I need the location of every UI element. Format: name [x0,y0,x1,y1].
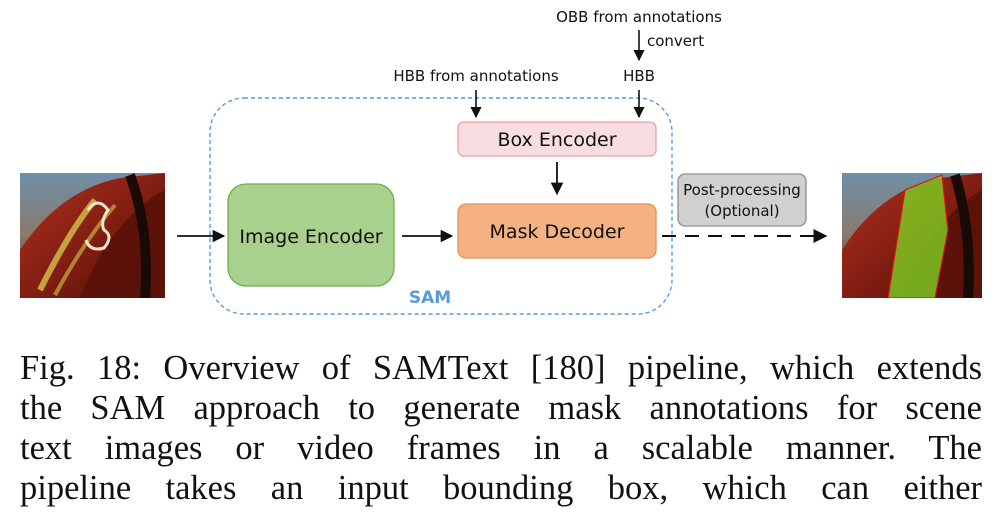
input-image [20,173,165,298]
figure-caption: Fig. 18: Overview of SAMText [180] pipel… [20,348,982,508]
caption-line: pipeline takes an input bounding box, wh… [20,469,982,507]
box-encoder-label: Box Encoder [497,129,616,151]
mask-decoder-node: Mask Decoder [457,203,657,259]
sam-region [209,97,673,315]
convert-label: convert [647,32,704,50]
post-processing-label: Post-processing [683,181,801,199]
caption-line: the SAM approach to generate mask annota… [20,389,982,427]
obb-from-annotations-label: OBB from annotations [556,8,722,26]
box-encoder-node: Box Encoder [457,121,657,157]
post-processing-node: Post-processing (Optional) [677,173,807,227]
image-encoder-node: Image Encoder [227,183,395,287]
sam-label: SAM [409,288,451,308]
post-processing-optional-label: (Optional) [704,202,779,220]
caption-line: text images or video frames in a scalabl… [20,429,982,467]
hbb-from-annotations-label: HBB from annotations [393,67,558,85]
pipeline-diagram: SAM OBB from annotations convert HBB fro… [20,8,982,315]
mask-decoder-label: Mask Decoder [490,221,625,243]
hbb-label: HBB [623,67,655,85]
caption-line: Fig. 18: Overview of SAMText [180] pipel… [20,349,982,387]
output-image [842,173,982,298]
image-encoder-label: Image Encoder [239,226,382,248]
